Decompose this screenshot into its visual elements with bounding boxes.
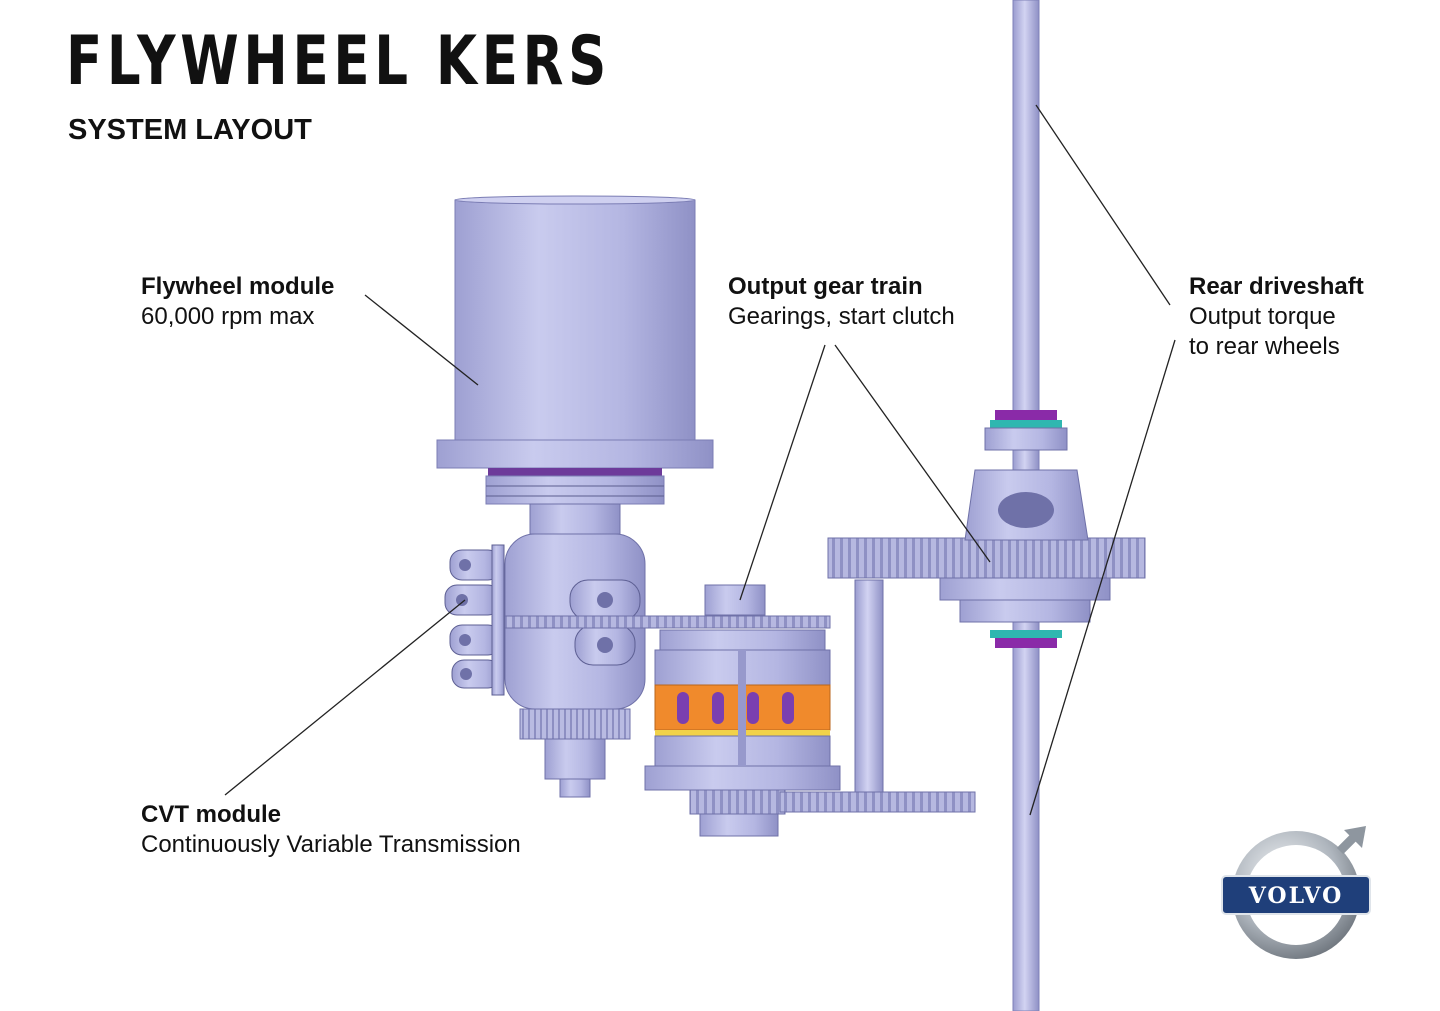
callout-gear-train-desc: Gearings, start clutch xyxy=(728,303,955,330)
leader-gear-train-1 xyxy=(739,344,826,601)
leader-cvt xyxy=(224,599,466,796)
callout-flywheel-title: Flywheel module xyxy=(141,273,335,300)
callout-driveshaft-desc1: Output torque xyxy=(1189,303,1336,330)
callout-driveshaft-title: Rear driveshaft xyxy=(1189,273,1364,300)
callout-flywheel-desc: 60,000 rpm max xyxy=(141,303,315,330)
callout-driveshaft: Rear driveshaft Output torque to rear wh… xyxy=(1189,272,1364,362)
leader-driveshaft-1 xyxy=(1035,104,1171,306)
flywheel-module xyxy=(436,195,714,505)
callout-gear-train-title: Output gear train xyxy=(728,273,923,300)
leader-lines xyxy=(224,104,1176,816)
callout-cvt-title: CVT module xyxy=(141,801,282,828)
leader-gear-train-2 xyxy=(834,344,991,563)
callout-flywheel: Flywheel module 60,000 rpm max xyxy=(141,272,334,332)
callout-cvt-desc: Continuously Variable Transmission xyxy=(141,831,521,858)
leader-driveshaft-2 xyxy=(1029,339,1176,816)
volvo-logo: VOLVO xyxy=(1221,826,1371,959)
cvt-module xyxy=(444,503,831,798)
page-title: FLYWHEEL KERS xyxy=(66,22,612,101)
page-subtitle: SYSTEM LAYOUT xyxy=(68,114,312,146)
callout-gear-train: Output gear train Gearings, start clutch xyxy=(728,272,955,332)
leader-flywheel xyxy=(364,294,479,386)
volvo-logo-text: VOLVO xyxy=(1248,883,1344,909)
differential xyxy=(939,410,1111,648)
callout-cvt: CVT module Continuously Variable Transmi… xyxy=(141,800,521,860)
callout-driveshaft-desc2: to rear wheels xyxy=(1189,333,1340,360)
